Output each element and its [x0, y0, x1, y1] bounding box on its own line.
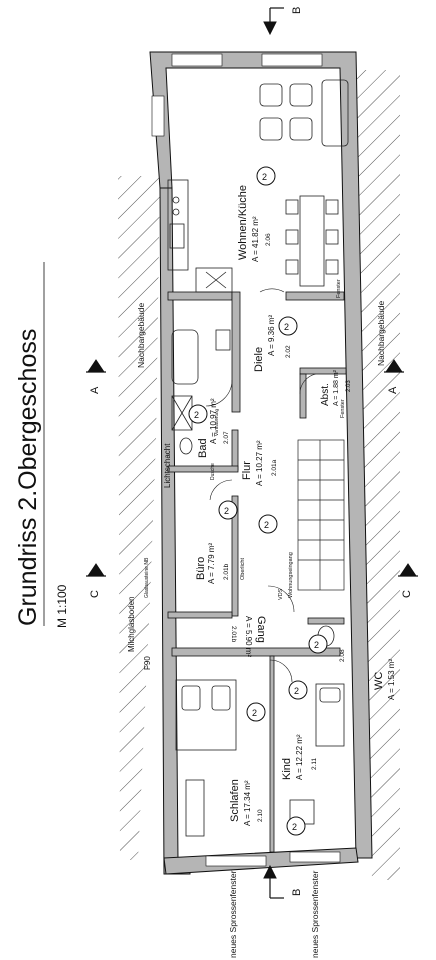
room-area-wohnen-kueche: A = 41.82 m²	[251, 216, 260, 262]
fenster-top-label: Fenster	[336, 279, 342, 298]
wohnungseingang-label: Wohnungseingang	[288, 552, 294, 598]
floor-marker: 2	[292, 822, 297, 832]
section-letter-b-top: B	[291, 7, 303, 14]
room-code-schlafen: 2.10	[257, 809, 264, 822]
room-code-wc: 2.08	[339, 649, 346, 662]
section-letter-b-bottom: B	[291, 889, 303, 896]
room-name-schlafen: Schlafen	[229, 779, 241, 822]
floor-marker: 2	[194, 410, 199, 420]
room-code-bad: 2.07	[223, 431, 230, 444]
floor-marker: 2	[284, 322, 289, 332]
section-letter-a-left: A	[89, 386, 101, 394]
room-name-wohnen-kueche: Wohnen/Küche	[237, 185, 249, 260]
room-area-wc: A = 1.53 m²	[387, 659, 396, 700]
room-name-gang: Gang	[255, 616, 267, 643]
sprossenfenster-label-2: neues Sprossenfenster	[310, 870, 320, 958]
neighbor-hatching	[118, 70, 400, 880]
furniture	[167, 79, 349, 837]
room-code-buero: 2.01b	[223, 563, 230, 580]
room-area-kind: A = 12.22 m²	[295, 734, 304, 780]
vormauerung-label: Vormauerung	[214, 408, 219, 436]
neighbor-label-left: Nachbargebäude	[136, 303, 146, 368]
section-letter-c-right: C	[401, 590, 413, 598]
section-markers	[86, 7, 418, 899]
room-code-abst: 2.03	[346, 380, 352, 392]
room-name-diele: Diele	[253, 347, 265, 372]
floor-marker: 2	[294, 686, 299, 696]
room-code-flur: 2.01a	[271, 459, 278, 476]
room-name-wc: WC	[373, 672, 385, 690]
floor-marker: 2	[224, 506, 229, 516]
f90-label: F90	[143, 656, 152, 670]
room-area-gang: A = 5.90 m²	[244, 616, 253, 657]
milchglasboden-label: Milchglasboden	[127, 596, 136, 652]
floor-marker: 2	[314, 640, 319, 650]
room-area-diele: A = 9.36 m²	[267, 315, 276, 356]
room-area-flur: A = 10.27 m²	[255, 440, 264, 486]
room-area-abst: A = 1.88 m²	[333, 369, 340, 406]
floor-marker: 2	[262, 172, 267, 182]
room-name-flur: Flur	[241, 461, 253, 480]
section-letter-c-left: C	[89, 590, 101, 598]
room-name-abst: Abst.	[320, 383, 331, 406]
title-text: Grundriss 2.Obergeschoss	[14, 329, 42, 626]
room-code-wohnen-kueche: 2.06	[265, 233, 272, 246]
floor-marker: 2	[264, 520, 269, 530]
room-name-kind: Kind	[281, 758, 293, 780]
staircase	[297, 439, 345, 591]
scale-text: M 1:100	[55, 584, 69, 628]
room-markers	[188, 166, 328, 836]
floor-marker: 2	[252, 708, 257, 718]
neighbor-label-right: Nachbargebäude	[376, 301, 386, 366]
lichtschacht-label: Lichtschacht	[163, 443, 172, 488]
outer-walls	[149, 51, 373, 875]
room-area-bad: A = 10.97 m²	[209, 398, 218, 444]
room-code-diele: 2.02	[285, 345, 292, 358]
glasbausteine-label: Glasbausteine NB	[144, 557, 150, 598]
room-name-buero: Büro	[195, 557, 207, 580]
fenster-abst-label: Fenster	[340, 399, 346, 418]
room-code-kind: 2.11	[311, 757, 318, 770]
sprossenfenster-label-1: neues Sprossenfenster	[228, 870, 238, 958]
section-letter-a-right: A	[387, 386, 399, 394]
oberlicht-label: Oberlicht	[240, 558, 246, 580]
room-area-schlafen: A = 17.34 m²	[243, 780, 252, 826]
room-area-buero: A = 7.79 m²	[207, 543, 216, 584]
dusche-label: Dusche	[210, 463, 216, 480]
room-code-gang: 2.01b	[230, 626, 237, 643]
vds-label: VDS	[278, 588, 284, 600]
interior-walls	[167, 291, 347, 853]
room-name-bad: Bad	[197, 438, 209, 458]
